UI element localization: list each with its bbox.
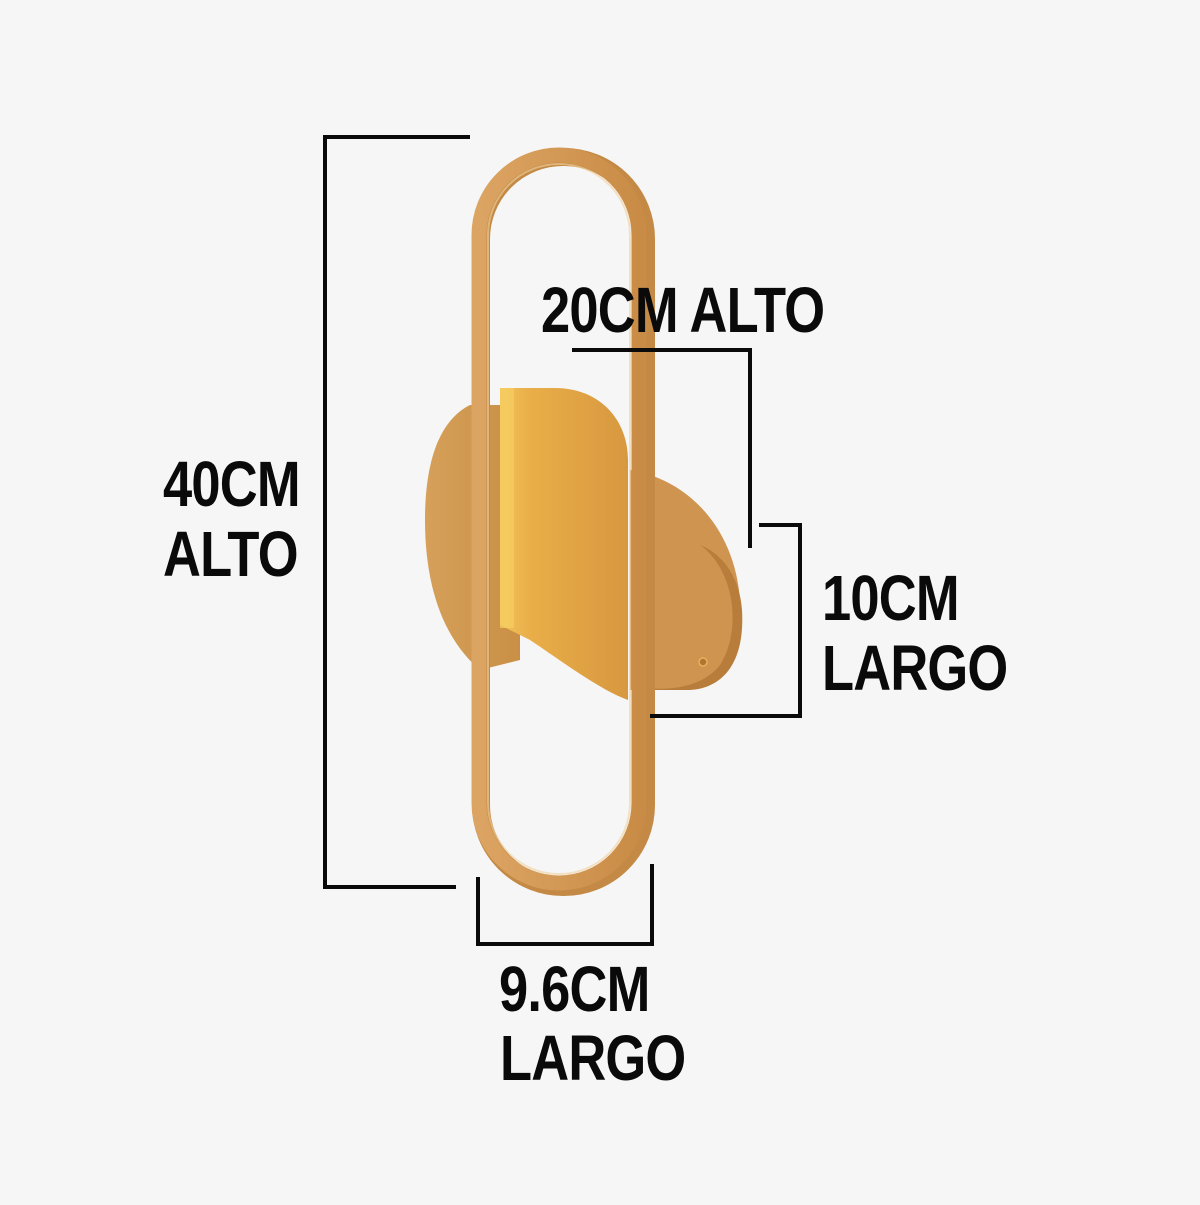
ring-width-unit: LARGO: [500, 1022, 686, 1094]
overall-height-bracket: [323, 135, 470, 889]
base-width-bracket: [650, 523, 802, 718]
base-width-unit: LARGO: [822, 632, 1008, 704]
base-width-value: 10CM: [822, 562, 960, 634]
lamp-shade: [500, 388, 628, 700]
overall-height-value: 40CM: [163, 448, 301, 520]
shade-height-bracket: [572, 348, 752, 548]
overall-height-unit: ALTO: [163, 518, 299, 590]
shade-height-label: 20CM ALTO: [541, 274, 825, 346]
screw-icon: [698, 657, 708, 667]
dimension-lines: [323, 135, 802, 946]
ring-width-value: 9.6CM: [499, 953, 650, 1025]
ring-width-bracket: [476, 864, 654, 946]
oval-ring: [471, 147, 655, 896]
